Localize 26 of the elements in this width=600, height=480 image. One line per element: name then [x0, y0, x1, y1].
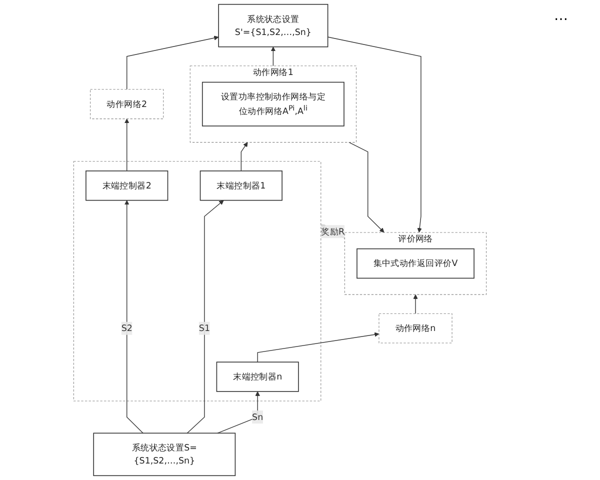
- arrow: [257, 332, 380, 362]
- arrow: [126, 36, 219, 90]
- arrow: [124, 118, 130, 172]
- edge-label: S2: [121, 322, 132, 334]
- edge-label: Sn: [252, 412, 264, 422]
- arrow: [186, 200, 224, 434]
- node-box: 系统状态设置S={S1,S2,…,Sn}: [93, 432, 236, 476]
- arrow: [413, 294, 418, 314]
- node-box: 末端控制器2: [86, 170, 168, 201]
- arrow: [240, 142, 248, 172]
- node-box: 末端控制器1: [200, 170, 282, 201]
- node-box: 动作网络n: [378, 313, 452, 344]
- node-box: 集中式动作返回评价V: [356, 248, 474, 279]
- arrow: [327, 36, 422, 233]
- arrow: [217, 391, 260, 434]
- arrow: [124, 200, 144, 434]
- cluster: [73, 161, 322, 402]
- edge-label: 奖励R: [321, 226, 345, 237]
- arrow: [270, 46, 276, 66]
- edge-label: S1: [198, 322, 210, 334]
- ellipsis-text: …: [554, 8, 569, 24]
- node-box: 系统状态设置 S'={S1,S2,…,Sn}: [218, 4, 328, 48]
- node-box: 动作网络2: [90, 89, 164, 120]
- node-box: 末端控制器n: [216, 362, 299, 392]
- node-box: 设置功率控制动作网络与定位动作网络A$^{Pi}$,A$^{li}$: [202, 82, 344, 126]
- arrow: [348, 142, 384, 233]
